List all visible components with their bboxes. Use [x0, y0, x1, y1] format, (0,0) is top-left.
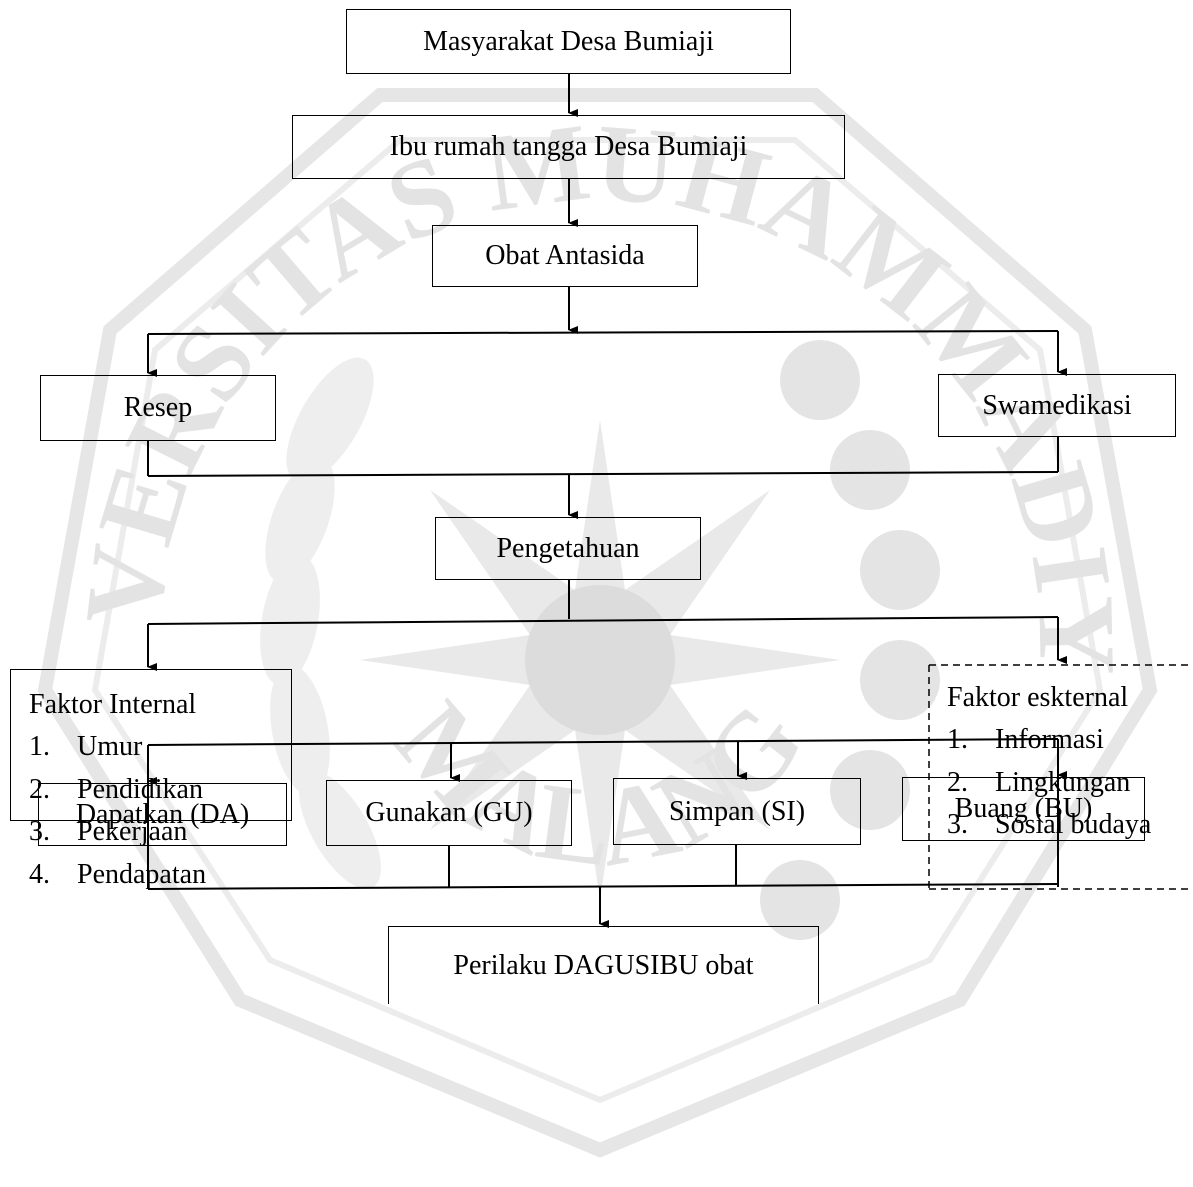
faktor-eksternal-item: 3.Sosial budaya [947, 809, 1152, 840]
node-obat-label: Obat Antasida [485, 240, 645, 271]
node-simpan: Simpan (SI) [613, 778, 861, 845]
node-gunakan-label: Gunakan (GU) [365, 797, 533, 828]
laurel-left-icon [260, 357, 381, 889]
node-faktor-eksternal: Faktor eskternal 1.Informasi 2.Lingkunga… [929, 665, 1193, 889]
faktor-internal-list: 1.Umur 2.Pendidikan 3.Pekerjaan 4.Pendap… [29, 726, 291, 896]
node-resep-label: Resep [123, 392, 193, 423]
node-ibu-label: Ibu rumah tangga Desa Bumiaji [389, 131, 748, 162]
node-dapatkan-label: Dapatkan (DA) [75, 798, 250, 830]
node-swamedikasi-label: Swamedikasi [982, 389, 1132, 421]
faktor-eksternal-item: 1.Informasi [947, 724, 1104, 755]
node-masyarakat-label: Masyarakat Desa Bumiaji [423, 25, 714, 57]
faktor-internal-item: 4.Pendapatan [29, 858, 207, 890]
node-buang: Buang (BU) [902, 777, 1145, 841]
faktor-eksternal-list: 1.Informasi 2.Lingkungan 3.Sosial budaya [947, 719, 1193, 847]
faktor-eksternal-item: 2.Lingkungan [947, 766, 1131, 798]
faktor-internal-item: 1.Umur [29, 731, 143, 762]
node-pengetahuan-label: Pengetahuan [496, 532, 640, 564]
faktor-internal-item: 3.Pekerjaan [29, 816, 188, 847]
node-swamedikasi: Swamedikasi [938, 374, 1176, 437]
faktor-internal-item: 2.Pendidikan [29, 773, 203, 805]
node-ibu-rumah-tangga: Ibu rumah tangga Desa Bumiaji [292, 115, 845, 179]
node-obat-antasida: Obat Antasida [432, 225, 698, 287]
node-faktor-internal: Faktor Internal 1.Umur 2.Pendidikan 3.Pe… [10, 669, 292, 890]
node-gunakan: Gunakan (GU) [326, 780, 572, 846]
node-simpan-label: Simpan (SI) [668, 795, 806, 827]
node-perilaku-dagusibu: Perilaku DAGUSIBU obat [388, 926, 819, 1004]
node-dapatkan: Dapatkan (DA) [38, 783, 287, 846]
faktor-eksternal-title: Faktor eskternal [947, 682, 1129, 713]
node-masyarakat: Masyarakat Desa Bumiaji [346, 9, 791, 74]
node-buang-label: Buang (BU) [954, 793, 1093, 824]
node-resep: Resep [40, 375, 276, 441]
node-pengetahuan: Pengetahuan [435, 517, 701, 580]
faktor-internal-title: Faktor Internal [29, 689, 197, 720]
cotton-right-icon [760, 340, 940, 940]
node-perilaku-label: Perilaku DAGUSIBU obat [453, 949, 754, 981]
